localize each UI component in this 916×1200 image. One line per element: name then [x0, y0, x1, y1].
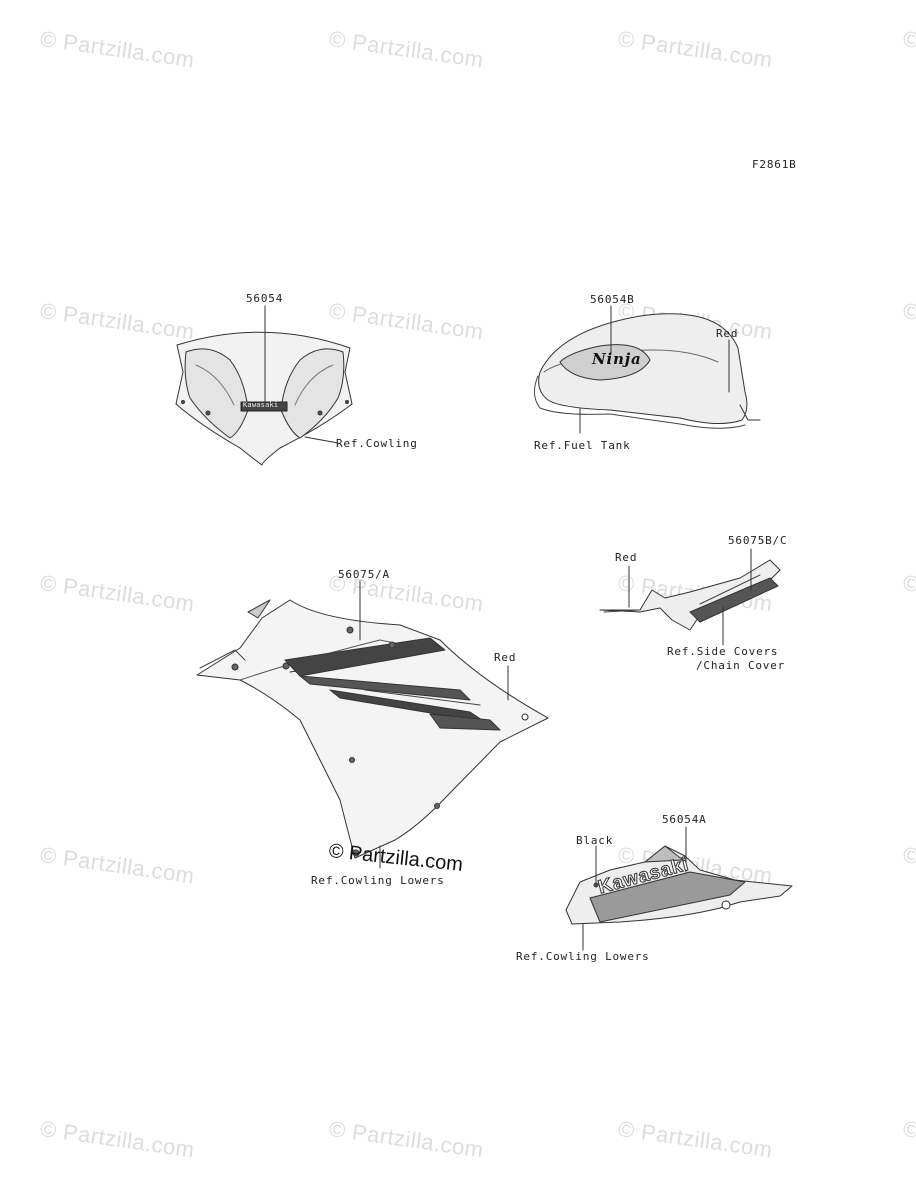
side-cowl-illustration: [196, 580, 549, 869]
ref-label-cowling-lowers: Ref.Cowling Lowers: [516, 950, 650, 963]
ref-label-cowling-lowers: Ref.Cowling Lowers: [311, 874, 445, 887]
ref-label-cowling: Ref.Cowling: [336, 437, 418, 450]
part-number-56054a: 56054A: [662, 813, 707, 826]
color-note-red: Red: [615, 551, 638, 564]
ref-label-fuel-tank: Ref.Fuel Tank: [534, 439, 631, 452]
ref-label-chain-cover: /Chain Cover: [696, 659, 786, 672]
part-number-56054b: 56054B: [590, 293, 635, 306]
windscreen-decal-text: Kawasaki: [243, 401, 279, 409]
ref-label-side-covers: Ref.Side Covers: [667, 645, 779, 658]
part-number-56054: 56054: [246, 292, 284, 305]
fuel-tank-illustration: [534, 305, 761, 434]
figure-code: F2861B: [752, 158, 797, 171]
color-note-red: Red: [716, 327, 739, 340]
part-number-56075-a: 56075/A: [338, 568, 390, 581]
lower-cowl-illustration: [565, 826, 793, 951]
color-note-black: Black: [576, 834, 614, 847]
color-note-red: Red: [494, 651, 517, 664]
fuel-tank-decal-text: Ninja: [592, 350, 642, 368]
part-number-56075b-c: 56075B/C: [728, 534, 788, 547]
windscreen-illustration: [175, 305, 353, 466]
side-cover-illustration: [599, 548, 781, 646]
